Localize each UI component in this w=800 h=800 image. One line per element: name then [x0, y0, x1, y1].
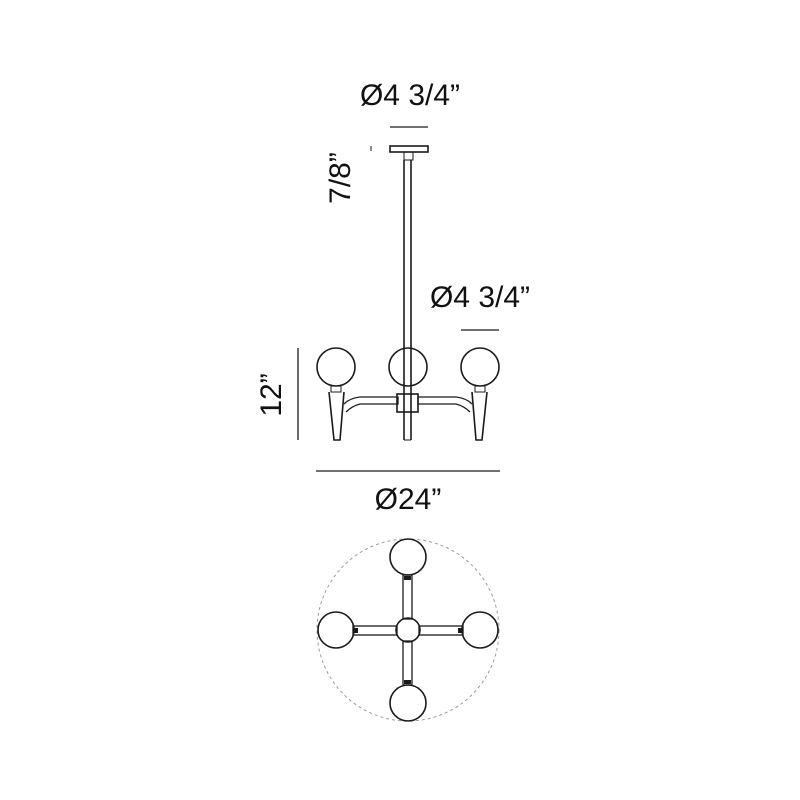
elevation-view: Ø4 3/4” 7/8” Ø4 3/4” 12”	[255, 79, 530, 516]
plan-arm-top	[402, 574, 413, 620]
fixture-height-label: 12”	[255, 373, 288, 416]
canopy-diameter-label: Ø4 3/4”	[360, 79, 460, 112]
central-hub	[396, 393, 419, 413]
canopy-collar	[403, 151, 414, 161]
globe-center	[388, 347, 428, 387]
plan-globe-left	[317, 611, 355, 649]
leg-right	[471, 391, 488, 441]
arm-right	[417, 396, 473, 413]
plan-globe-bottom	[389, 684, 427, 722]
plan-outline-circle	[316, 538, 500, 722]
globe-left	[316, 347, 356, 387]
canopy-height-label: 7/8”	[324, 152, 357, 204]
shade-diameter-label: Ø4 3/4”	[430, 281, 530, 314]
plan-arm-left	[352, 625, 398, 636]
plan-arm-right	[418, 625, 464, 636]
plan-globe-right	[461, 611, 499, 649]
plan-globe-top	[389, 538, 427, 576]
arm-left	[343, 396, 399, 413]
plan-socket-marks	[354, 576, 462, 684]
canopy	[389, 145, 429, 153]
socket-left	[330, 385, 342, 393]
plan-view	[316, 538, 500, 722]
leg-left	[328, 391, 345, 441]
socket-right	[474, 385, 486, 393]
globe-right	[460, 347, 500, 387]
plan-arm-bottom	[402, 640, 413, 686]
fixture-diameter-label: Ø24”	[375, 483, 442, 516]
plan-globe-center	[395, 617, 421, 643]
